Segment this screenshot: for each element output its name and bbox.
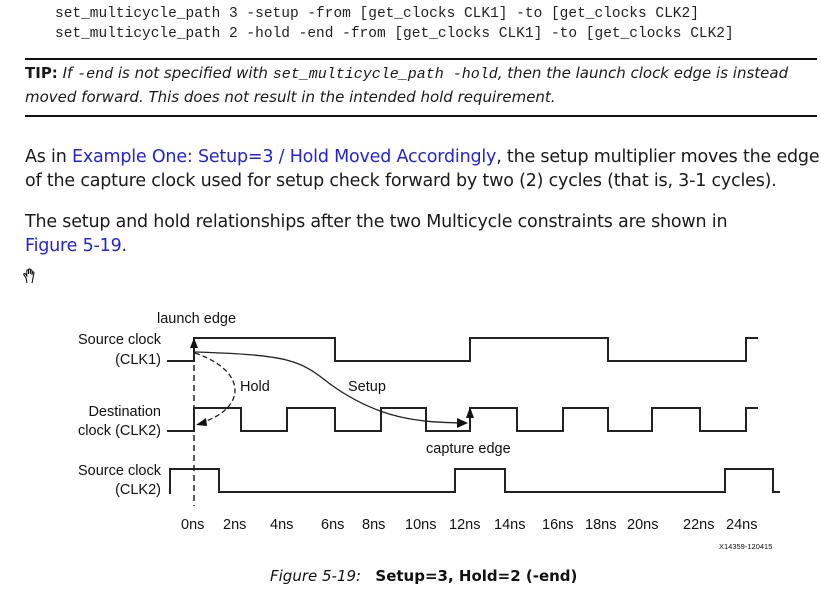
signal-label-dest-clk2: Destination xyxy=(88,404,161,420)
hold-path-curve xyxy=(194,352,236,424)
dest-clk2-waveform xyxy=(167,407,758,432)
tip-text: , then the launch clock edge is instead … xyxy=(25,64,789,106)
figure-id: X14359-120415 xyxy=(719,542,772,551)
setup-path-curve xyxy=(194,351,463,424)
signal-label-src-clk2: Source clock xyxy=(78,463,162,479)
time-tick: 16ns xyxy=(542,517,573,533)
paragraph-relationships: The setup and hold relationships after t… xyxy=(25,210,820,258)
tip-text: If xyxy=(57,64,78,82)
time-tick: 20ns xyxy=(627,517,658,533)
figure-caption: Figure 5-19: Setup=3, Hold=2 (-end) xyxy=(270,567,577,585)
time-tick: 18ns xyxy=(585,517,616,533)
capture-edge-arrow-icon xyxy=(466,407,474,418)
time-axis: 0ns 2ns 4ns 6ns 8ns 10ns 12ns 14ns 16ns … xyxy=(181,517,757,533)
time-tick: 24ns xyxy=(726,517,757,533)
time-tick: 4ns xyxy=(270,517,293,533)
paragraph-text: As in xyxy=(25,147,72,167)
hold-label: Hold xyxy=(240,379,270,395)
code-line-2: set_multicycle_path 2 -hold -end -from [… xyxy=(55,26,734,42)
capture-edge-label: capture edge xyxy=(426,441,511,457)
example-one-link[interactable]: Example One: Setup=3 / Hold Moved Accord… xyxy=(71,147,497,167)
tip-top-rule xyxy=(25,58,817,60)
hold-arrow-icon xyxy=(196,418,207,426)
setup-label: Setup xyxy=(348,379,386,395)
signal-label-clk1: (CLK1) xyxy=(115,352,161,368)
tip-bottom-rule xyxy=(25,115,817,117)
time-tick: 14ns xyxy=(494,517,525,533)
time-tick: 0ns xyxy=(181,517,204,533)
signal-label-dest-clk2: clock (CLK2) xyxy=(78,423,161,439)
time-tick: 12ns xyxy=(449,517,480,533)
paragraph-text: . xyxy=(121,236,128,256)
figure-title: Setup=3, Hold=2 (-end) xyxy=(375,567,578,585)
launch-edge-arrow-icon xyxy=(190,338,198,348)
time-tick: 10ns xyxy=(405,517,436,533)
signal-label-clk1: Source clock xyxy=(78,332,162,348)
tip-text: is not specified with xyxy=(113,64,273,82)
tip-code-command: set_multicycle_path -hold xyxy=(272,66,498,83)
tip-label: TIP: xyxy=(25,64,58,82)
time-tick: 2ns xyxy=(223,517,246,533)
src-clk2-waveform xyxy=(169,468,780,494)
time-tick: 22ns xyxy=(683,517,714,533)
tip-box: TIP: If -end is not specified with set_m… xyxy=(25,62,815,109)
launch-edge-label: launch edge xyxy=(157,311,236,327)
figure-5-19-link[interactable]: Figure 5-19 xyxy=(25,236,122,256)
clk1-waveform xyxy=(167,337,758,362)
tip-code-end: -end xyxy=(77,66,114,83)
setup-arrow-icon xyxy=(457,418,468,428)
paragraph-text: , the setup multiplier moves the edge of… xyxy=(25,147,820,191)
paragraph-text: The setup and hold relationships after t… xyxy=(25,212,728,232)
figure-number: Figure 5-19: xyxy=(270,567,362,585)
hand-cursor-icon xyxy=(23,268,35,284)
timing-diagram: launch edge Source clock (CLK1) Destinat… xyxy=(78,311,780,551)
time-tick: 6ns xyxy=(321,517,344,533)
code-line-1: set_multicycle_path 3 -setup -from [get_… xyxy=(55,6,699,22)
paragraph-setup-multiplier: As in Example One: Setup=3 / Hold Moved … xyxy=(25,145,820,193)
time-tick: 8ns xyxy=(362,517,385,533)
signal-label-src-clk2: (CLK2) xyxy=(115,482,161,498)
